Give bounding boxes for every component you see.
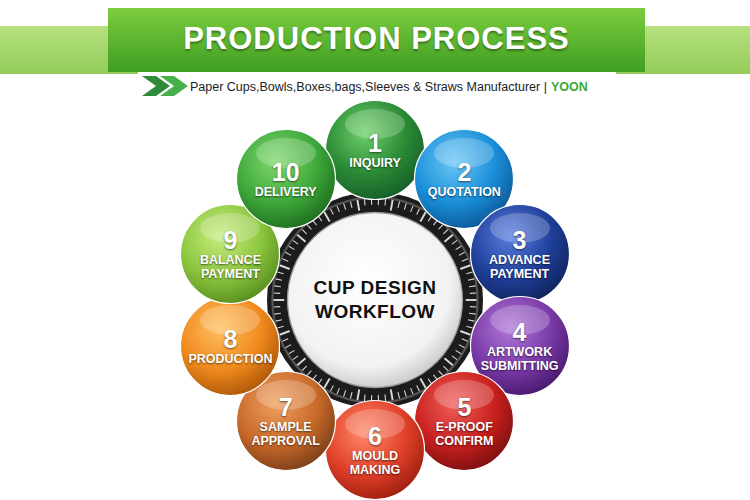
step-number: 3 <box>513 227 527 253</box>
step-number: 4 <box>513 319 527 345</box>
step-label: QUOTATION <box>428 185 501 199</box>
page-title: PRODUCTION PROCESS <box>108 10 645 68</box>
step-number: 7 <box>279 394 293 420</box>
step-circle: 8PRODUCTION <box>180 296 280 396</box>
step-circle: 5E-PROOF CONFIRM <box>414 371 514 471</box>
step-circle: 3ADVANCE PAYMENT <box>470 204 570 304</box>
step-label: PRODUCTION <box>188 352 272 366</box>
step-label: INQUIRY <box>349 156 401 170</box>
step-label: BALANCE PAYMENT <box>187 253 273 281</box>
subtitle-bar <box>138 72 616 98</box>
step-number: 5 <box>457 394 471 420</box>
step-label: E-PROOF CONFIRM <box>421 420 507 448</box>
step-circle: 1INQUIRY <box>325 100 425 200</box>
brand-name: YOON <box>551 80 588 94</box>
title-box <box>108 8 645 72</box>
step-circle: 10DELIVERY <box>236 129 336 229</box>
step-number: 6 <box>368 423 382 449</box>
step-label: SAMPLE APPROVAL <box>243 420 329 448</box>
step-number: 10 <box>272 159 300 185</box>
step-label: ARTWORK SUBMITTING <box>477 345 563 373</box>
subtitle-text: Paper Cups,Bowls,Boxes,bags,Sleeves & St… <box>190 80 547 94</box>
subtitle-row: Paper Cups,Bowls,Boxes,bags,Sleeves & St… <box>190 77 588 97</box>
step-circle: 6MOULD MAKING <box>325 400 425 500</box>
center-title: CUP DESIGN WORKFLOW <box>300 276 450 324</box>
step-number: 1 <box>368 130 382 156</box>
step-number: 9 <box>223 227 237 253</box>
step-number: 2 <box>457 159 471 185</box>
step-label: MOULD MAKING <box>332 449 418 477</box>
step-label: ADVANCE PAYMENT <box>477 253 563 281</box>
step-number: 8 <box>223 326 237 352</box>
step-label: DELIVERY <box>255 185 317 199</box>
logo-icon <box>142 76 188 96</box>
